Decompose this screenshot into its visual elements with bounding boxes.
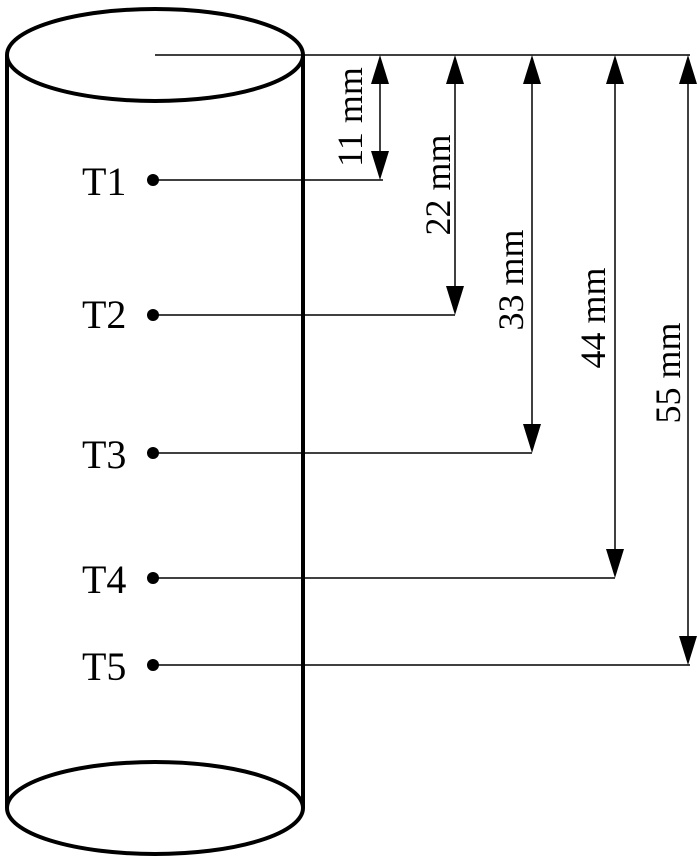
arrowhead-down xyxy=(446,286,464,315)
cylinder-bottom-ellipse xyxy=(4,760,306,856)
arrowhead-up xyxy=(446,55,464,84)
dimension-t2: 22 mm xyxy=(418,55,464,315)
sensor-t2: T2 xyxy=(82,292,455,337)
arrowhead-down xyxy=(679,636,697,665)
sensor-t5: T5 xyxy=(82,644,690,689)
dimension-t4: 44 mm xyxy=(573,55,624,578)
arrowhead-up xyxy=(371,55,389,84)
dimension-label: 44 mm xyxy=(573,267,613,368)
sensor-label: T2 xyxy=(82,292,126,337)
arrowhead-up xyxy=(606,55,624,84)
arrowhead-down xyxy=(606,549,624,578)
sensor-label: T4 xyxy=(82,557,126,602)
dimension-t3: 33 mm xyxy=(491,55,541,453)
sensor-t1: T1 xyxy=(82,159,383,204)
dimension-label: 11 mm xyxy=(330,67,370,167)
sensor-label: T3 xyxy=(82,432,126,477)
cylinder xyxy=(4,7,306,856)
dimension-label: 55 mm xyxy=(648,322,688,423)
arrowhead-down xyxy=(523,424,541,453)
arrowhead-up xyxy=(523,55,541,84)
sensor-t3: T3 xyxy=(82,432,532,477)
sensor-t4: T4 xyxy=(82,557,615,602)
dimension-t1: 11 mm xyxy=(330,55,389,180)
arrowhead-down xyxy=(371,151,389,180)
sensor-label: T5 xyxy=(82,644,126,689)
dimension-label: 22 mm xyxy=(418,134,458,235)
arrowhead-up xyxy=(679,55,697,84)
sensor-label: T1 xyxy=(82,159,126,204)
dimension-t5: 55 mm xyxy=(648,55,697,665)
dimension-label: 33 mm xyxy=(491,229,531,330)
